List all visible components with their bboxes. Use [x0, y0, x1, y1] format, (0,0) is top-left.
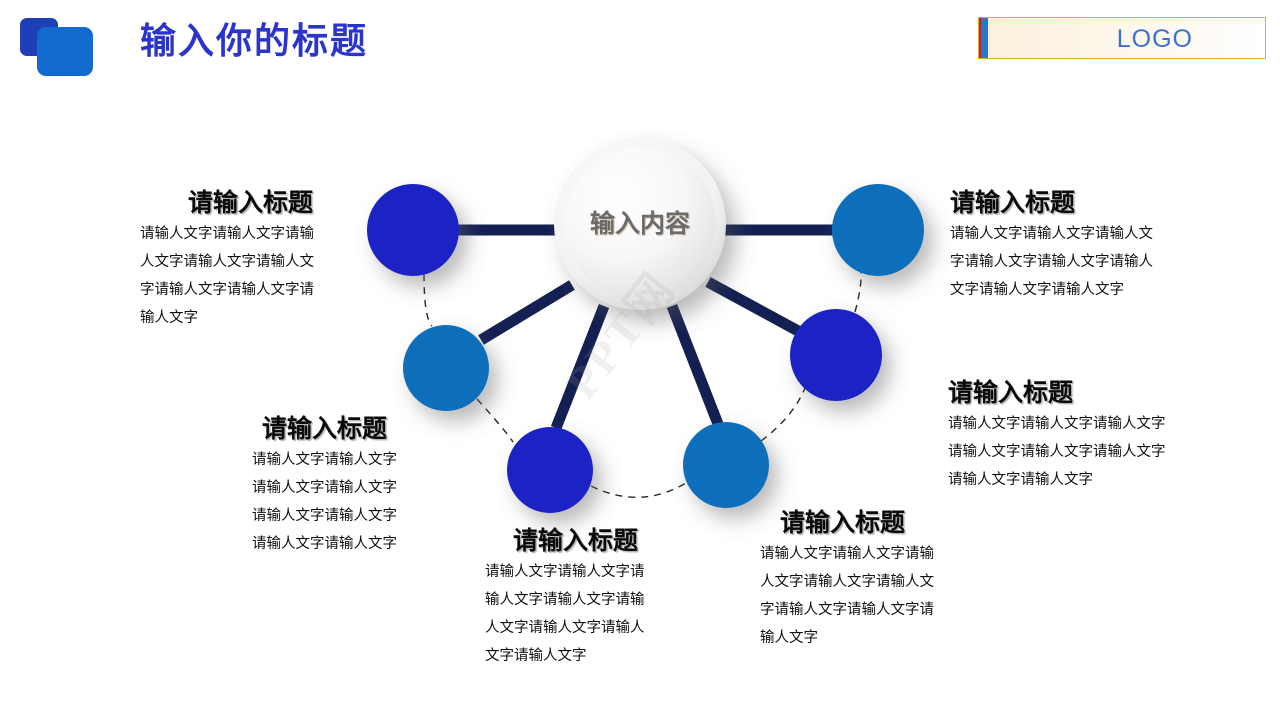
spoke-to-bottom-left: [550, 303, 610, 431]
center-hub[interactable]: [554, 138, 726, 310]
block-body: 请输人文字请输人文字请输人文 字请输人文字请输人文字请输人 文字请输人文字请输人…: [950, 220, 1210, 304]
logo-accent-bar: [979, 18, 988, 58]
block-body-line: 人文字请输人文字请输人文: [140, 254, 314, 270]
block-body-line: 文字请输人文字: [485, 648, 587, 664]
text-block-bottom-right: 请输入标题 请输人文字请输人文字请输 人文字请输人文字请输人文 字请输人文字请输…: [760, 506, 990, 652]
block-body-line: 请输人文字请输人文字请输人文: [950, 226, 1153, 242]
block-body-line: 字请输人文字请输人文字请: [140, 282, 314, 298]
block-body-line: 输人文字: [140, 310, 198, 326]
logo-square-front-icon: [37, 27, 93, 76]
dashed-arc-mr-tr: [854, 270, 862, 313]
block-body-line: 请输人文字请输人文字请输人文字: [948, 444, 1166, 460]
node-top-right[interactable]: [832, 184, 924, 276]
text-block-mid-right: 请输入标题 请输人文字请输人文字请输人文字 请输人文字请输人文字请输人文字 请输…: [948, 376, 1208, 494]
block-title: 请输入标题: [948, 379, 1074, 407]
block-body-line: 请输人文字请输人文字: [252, 452, 397, 468]
dashed-arc-br-mr: [760, 387, 806, 442]
dashed-arc-tl-ml: [423, 273, 433, 327]
block-body-line: 请输人文字请输人文字请输: [140, 226, 314, 242]
block-body-line: 请输人文字请输人文字: [252, 480, 397, 496]
block-title: 请输入标题: [950, 189, 1076, 217]
text-block-bottom-left: 请输入标题 请输人文字请输人文字请 输人文字请输人文字请输 人文字请输人文字请输…: [455, 524, 695, 670]
text-block-top-left: 请输入标题 请输人文字请输人文字请输 人文字请输人文字请输人文 字请输人文字请输…: [140, 186, 370, 332]
block-body: 请输人文字请输人文字请输人文字 请输人文字请输人文字请输人文字 请输人文字请输人…: [948, 410, 1208, 494]
dashed-arc-bl-br: [590, 482, 687, 498]
block-title: 请输入标题: [262, 415, 388, 443]
spoke-to-mid-left: [478, 280, 575, 345]
block-body-line: 请输人文字请输人文字请: [485, 564, 645, 580]
center-hub-label: 输入内容: [589, 210, 690, 238]
block-body-line: 请输人文字请输人文字请输人文字: [948, 416, 1166, 432]
block-body-line: 请输人文字请输人文字: [252, 508, 397, 524]
block-body-line: 人文字请输人文字请输人: [485, 620, 645, 636]
block-body-line: 字请输人文字请输人文字请输人: [950, 254, 1153, 270]
block-body-line: 输人文字请输人文字请输: [485, 592, 645, 608]
block-body: 请输人文字请输人文字请输 人文字请输人文字请输人文 字请输人文字请输人文字请 输…: [140, 220, 370, 332]
block-body-line: 请输人文字请输人文字: [948, 472, 1093, 488]
dashed-arc-ml-bl: [476, 398, 514, 443]
spoke-to-bottom-right: [666, 304, 724, 426]
text-block-mid-left: 请输入标题 请输人文字请输人文字 请输人文字请输人文字 请输人文字请输人文字 请…: [200, 412, 440, 558]
block-body-line: 请输人文字请输人文字请输: [760, 546, 934, 562]
node-group: [367, 184, 924, 513]
block-body: 请输人文字请输人文字请输 人文字请输人文字请输人文 字请输人文字请输人文字请 输…: [760, 540, 990, 652]
block-body-line: 字请输人文字请输人文字请: [760, 602, 934, 618]
dashed-arc-group: [423, 270, 862, 498]
node-bottom-right[interactable]: [683, 422, 769, 508]
text-block-top-right: 请输入标题 请输人文字请输人文字请输人文 字请输人文字请输人文字请输人 文字请输…: [950, 186, 1210, 304]
block-body-line: 请输人文字请输人文字: [252, 536, 397, 552]
block-body: 请输人文字请输人文字 请输人文字请输人文字 请输人文字请输人文字 请输人文字请输…: [252, 446, 440, 558]
logo-placeholder-box[interactable]: LOGO: [978, 17, 1266, 59]
center-hub-inner-disc: [564, 148, 716, 300]
block-body-line: 文字请输人文字请输人文字: [950, 282, 1124, 298]
block-body: 请输人文字请输人文字请 输人文字请输人文字请输 人文字请输人文字请输人 文字请输…: [485, 558, 695, 670]
spoke-group: [452, 224, 838, 431]
node-mid-right[interactable]: [790, 309, 882, 401]
block-title: 请输入标题: [188, 189, 314, 217]
block-title: 请输入标题: [513, 527, 639, 555]
block-title: 请输入标题: [780, 509, 906, 537]
node-bottom-left[interactable]: [507, 427, 593, 513]
page-title: 输入你的标题: [140, 20, 369, 61]
block-body-line: 人文字请输人文字请输人文: [760, 574, 934, 590]
node-top-left[interactable]: [367, 184, 459, 276]
logo-text: LOGO: [1116, 25, 1193, 53]
block-body-line: 输人文字: [760, 630, 818, 646]
spoke-to-mid-right: [705, 277, 803, 337]
brand-logo-mark: [20, 18, 110, 76]
node-mid-left[interactable]: [403, 325, 489, 411]
